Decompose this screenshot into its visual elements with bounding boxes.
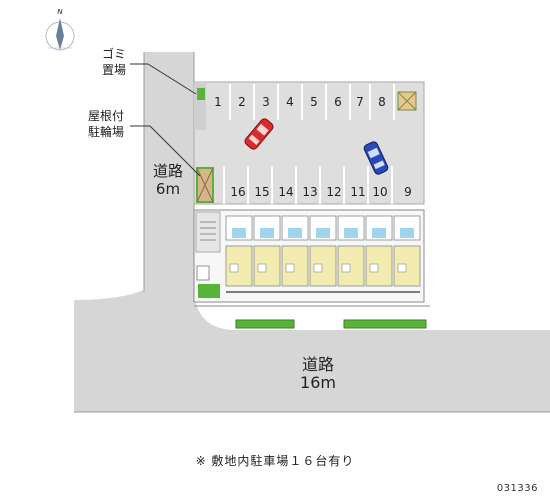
trash-area-label-1: ゴミ [102,46,126,61]
property-code: 031336 [496,483,538,494]
stall-1: 1 [214,95,222,109]
vertical-road-name: 道路 [153,162,183,180]
green-marker [197,88,205,100]
main-road-name: 道路 [302,355,334,374]
vertical-road-width: 6m [156,180,180,198]
stall-7: 7 [356,95,364,109]
stall-4: 4 [286,95,294,109]
trash-area-label-2: 置場 [102,63,126,77]
stall-3: 3 [262,95,270,109]
stall-15: 15 [254,185,269,199]
stall-5: 5 [310,95,318,109]
stall-8: 8 [378,95,386,109]
apartment-building [193,209,425,303]
stall-11: 11 [350,185,365,199]
red-car-icon [244,118,274,150]
hatch-icon [397,91,417,111]
green-strip-left [235,319,295,329]
stall-9: 9 [404,185,412,199]
stall-2: 2 [238,95,246,109]
bike-shelter [196,167,214,203]
stall-12: 12 [326,185,341,199]
compass-icon: N [45,8,75,51]
bottom-stall-lines [223,166,393,204]
blue-car-icon [363,141,389,175]
main-road [74,330,550,412]
stall-10: 10 [372,185,387,199]
top-stall-lines [229,84,395,120]
parking-lot [193,81,425,205]
stall-14: 14 [278,185,293,199]
vertical-road [74,52,236,330]
stall-13: 13 [302,185,317,199]
stall-6: 6 [334,95,342,109]
north-label: N [57,8,63,16]
bike-shelter-label-2: 駐輪場 [88,124,124,139]
parking-footnote: ※ 敷地内駐車場１６台有り [195,454,355,468]
bike-shelter-label-1: 屋根付 [88,109,124,123]
main-road-width: 16m [300,373,336,392]
stall-16: 16 [230,185,245,199]
green-strip-right [343,319,427,329]
